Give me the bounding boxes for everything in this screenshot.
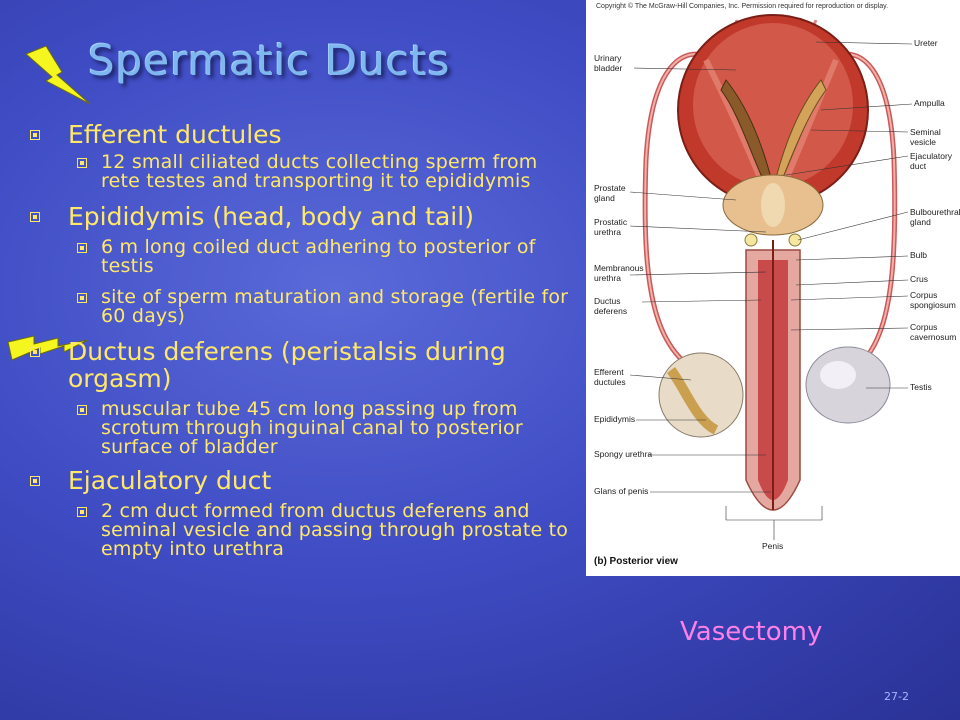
diagram-label: Seminal vesicle bbox=[910, 127, 941, 147]
bullet-text: Efferent ductules bbox=[68, 120, 282, 149]
bullet-marker-icon bbox=[30, 130, 40, 140]
sub-bullet-text: 2 cm duct formed from ductus deferens an… bbox=[101, 500, 569, 560]
diagram-label: Membranous urethra bbox=[594, 263, 644, 283]
diagram-label: Testis bbox=[910, 382, 932, 392]
diagram-label: Ampulla bbox=[914, 98, 945, 108]
diagram-label: Penis bbox=[762, 541, 784, 551]
diagram-label: Prostate gland bbox=[594, 183, 626, 203]
sub-bullet-text: muscular tube 45 cm long passing up from… bbox=[101, 398, 523, 458]
sub-bullet-text: 12 small ciliated ducts collecting sperm… bbox=[101, 151, 538, 192]
slide-title: Spermatic Ducts bbox=[88, 36, 451, 85]
sub-bullet: site of sperm maturation and storage (fe… bbox=[30, 288, 575, 326]
diagram-label: Glans of penis bbox=[594, 486, 649, 496]
bullet-marker-icon bbox=[77, 243, 87, 253]
bullet-marker-icon bbox=[77, 507, 87, 517]
bullet-list: Efferent ductules 12 small ciliated duct… bbox=[30, 112, 575, 559]
bullet-marker-icon bbox=[77, 293, 87, 303]
diagram-label: Ductus deferens bbox=[594, 296, 628, 316]
bullet-efferent-ductules: Efferent ductules bbox=[30, 121, 575, 148]
bullet-ejaculatory-duct: Ejaculatory duct bbox=[30, 467, 575, 494]
bullet-marker-icon bbox=[30, 347, 40, 357]
sub-bullet: 2 cm duct formed from ductus deferens an… bbox=[30, 502, 575, 559]
diagram-label: Corpus spongiosum bbox=[910, 290, 956, 310]
anatomy-illustration bbox=[629, 14, 913, 540]
diagram-label: Ejaculatory duct bbox=[910, 151, 953, 171]
anatomy-diagram: Copyright © The McGraw-Hill Companies, I… bbox=[586, 0, 960, 576]
sub-bullet: muscular tube 45 cm long passing up from… bbox=[30, 400, 575, 457]
sub-bullet-text: 6 m long coiled duct adhering to posteri… bbox=[101, 236, 536, 277]
diagram-label: Urinary bladder bbox=[594, 53, 623, 73]
bullet-ductus-deferens: Ductus deferens (peristalsis during orga… bbox=[30, 338, 575, 392]
sub-bullet: 12 small ciliated ducts collecting sperm… bbox=[30, 153, 575, 191]
lightning-bolt-icon bbox=[25, 45, 91, 105]
bullet-text: Ejaculatory duct bbox=[68, 466, 272, 495]
diagram-label: Crus bbox=[910, 274, 928, 284]
bullet-marker-icon bbox=[77, 158, 87, 168]
slide-number: 27-2 bbox=[884, 690, 909, 703]
sub-bullet-text: site of sperm maturation and storage (fe… bbox=[101, 286, 569, 327]
bullet-text: Ductus deferens (peristalsis during orga… bbox=[68, 337, 506, 393]
diagram-label: Ureter bbox=[914, 38, 938, 48]
view-label: (b) Posterior view bbox=[594, 556, 678, 567]
bullet-marker-icon bbox=[30, 212, 40, 222]
diagram-label: Bulbourethral gland bbox=[910, 207, 960, 227]
bullet-marker-icon bbox=[30, 476, 40, 486]
sub-bullet: 6 m long coiled duct adhering to posteri… bbox=[30, 238, 575, 276]
bullet-marker-icon bbox=[77, 405, 87, 415]
diagram-label: Prostatic urethra bbox=[594, 217, 628, 237]
diagram-label: Spongy urethra bbox=[594, 449, 653, 459]
diagram-label: Bulb bbox=[910, 250, 928, 260]
diagram-label: Corpus cavernosum bbox=[910, 322, 957, 342]
bullet-epididymis: Epididymis (head, body and tail) bbox=[30, 203, 575, 230]
diagram-label: Epididymis bbox=[594, 414, 636, 424]
diagram-label: Efferent ductules bbox=[594, 367, 626, 387]
vasectomy-caption: Vasectomy bbox=[680, 617, 823, 647]
bullet-text: Epididymis (head, body and tail) bbox=[68, 202, 474, 231]
copyright-notice: Copyright © The McGraw-Hill Companies, I… bbox=[596, 3, 889, 10]
